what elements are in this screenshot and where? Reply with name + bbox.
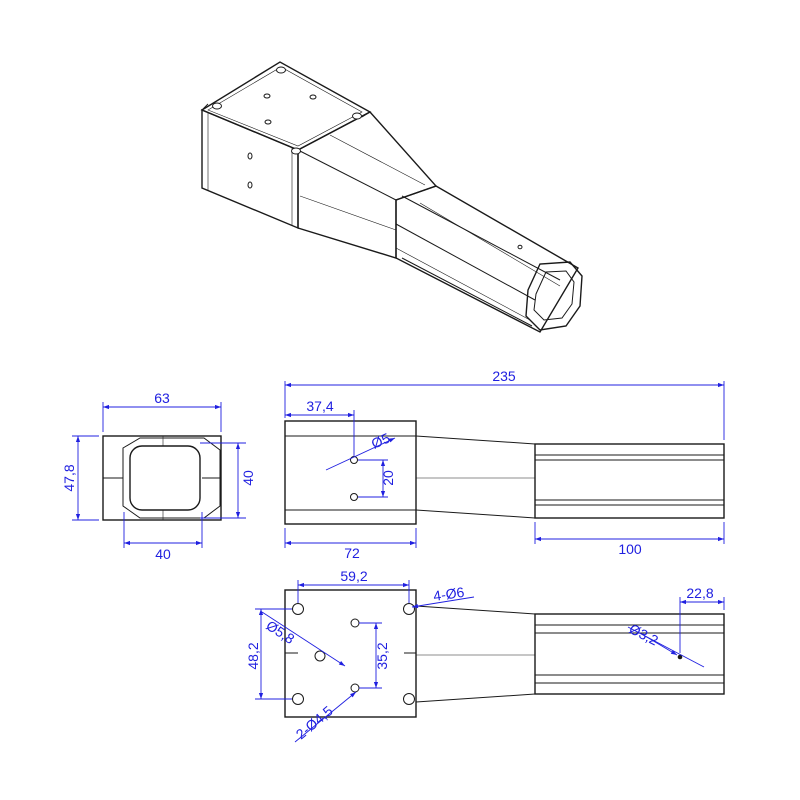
total-length-label: 235 — [492, 368, 516, 384]
inner-hole-span-label: 35,2 — [374, 642, 390, 669]
side-view-dimensions: 235 37,4 Ø5 20 72 100 — [284, 368, 725, 561]
iso-tube-end — [525, 261, 583, 331]
side-view — [284, 420, 725, 525]
iso-head-top-face — [200, 61, 372, 151]
isometric-view — [200, 61, 583, 333]
head-length-label: 72 — [344, 545, 360, 561]
end-view-height-label: 47,8 — [61, 464, 77, 491]
end-view-width-label: 63 — [154, 390, 170, 406]
iso-tube — [395, 185, 579, 333]
corner-holes-label: 4-Ø6 — [432, 584, 465, 604]
tube-length-label: 100 — [618, 541, 642, 557]
outer-hole-span-label: 59,2 — [340, 568, 367, 584]
end-view-inner-width-label: 40 — [155, 546, 171, 562]
inner-holes-label: 2-Ø4,5 — [293, 702, 336, 742]
top-view — [284, 589, 725, 718]
hole-spacing-label: 20 — [380, 470, 396, 486]
iso-head-left-face — [201, 108, 299, 230]
hole-diameter-label: Ø5 — [369, 429, 393, 451]
end-view-inner-height-label: 40 — [240, 470, 256, 486]
center-hole-label: Ø5,8 — [263, 617, 297, 647]
tube-hole-offset-label: 22,8 — [686, 585, 713, 601]
plate-hole-span-label: 48,2 — [245, 642, 261, 669]
end-view-dimensions: 63 47,8 40 40 — [61, 390, 256, 562]
hole-offset-label: 37,4 — [306, 398, 333, 414]
end-view — [102, 435, 222, 521]
